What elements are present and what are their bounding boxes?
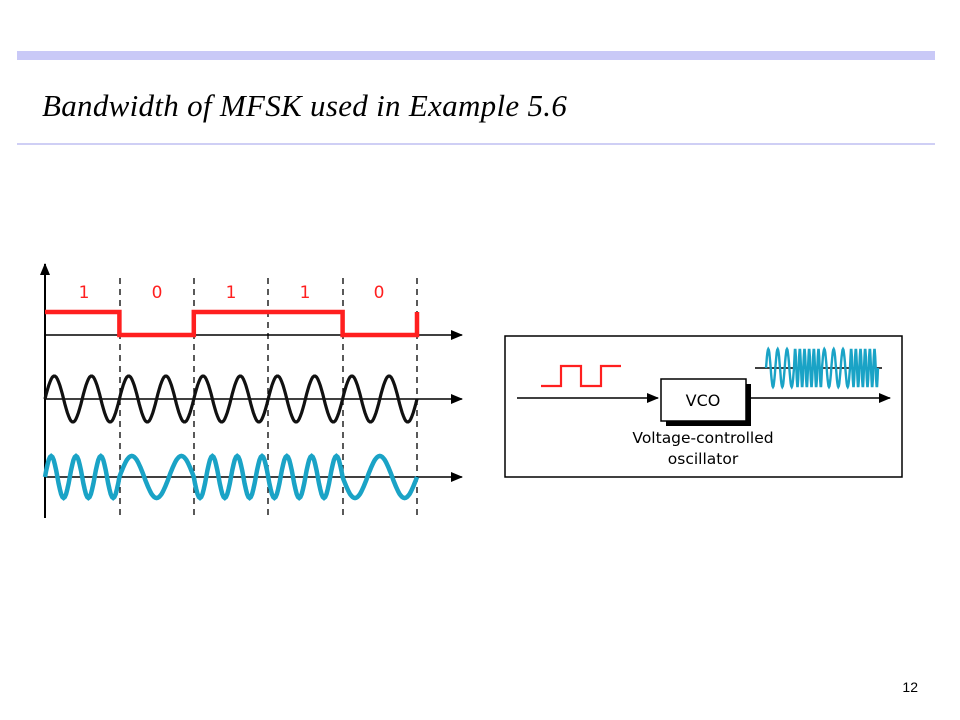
fsk-modulated-waveform [42, 453, 420, 501]
input-pulse-train [541, 364, 621, 388]
bit-label: 0 [152, 283, 163, 303]
digital-signal-waveform [45, 309, 420, 338]
title-accent-bar [17, 51, 935, 60]
vco-output-waveform [764, 346, 880, 390]
vco-block-diagram: VCO Voltage-controlled oscillator [504, 335, 903, 478]
vco-box-label: VCO [686, 391, 721, 410]
bit-label: 1 [226, 283, 237, 303]
vco-caption-line2: oscillator [668, 450, 739, 468]
title-divider [17, 143, 935, 145]
timing-diagram: 1 0 1 1 0 [40, 263, 463, 518]
vco-box [660, 378, 747, 422]
page-number: 12 [902, 679, 918, 695]
slide-title: Bandwidth of MFSK used in Example 5.6 [42, 88, 568, 123]
bit-label: 1 [300, 283, 311, 303]
bit-label: 0 [374, 283, 385, 303]
bit-label: 1 [79, 283, 90, 303]
vco-caption-line1: Voltage-controlled [632, 429, 773, 447]
carrier-waveform [43, 374, 419, 424]
